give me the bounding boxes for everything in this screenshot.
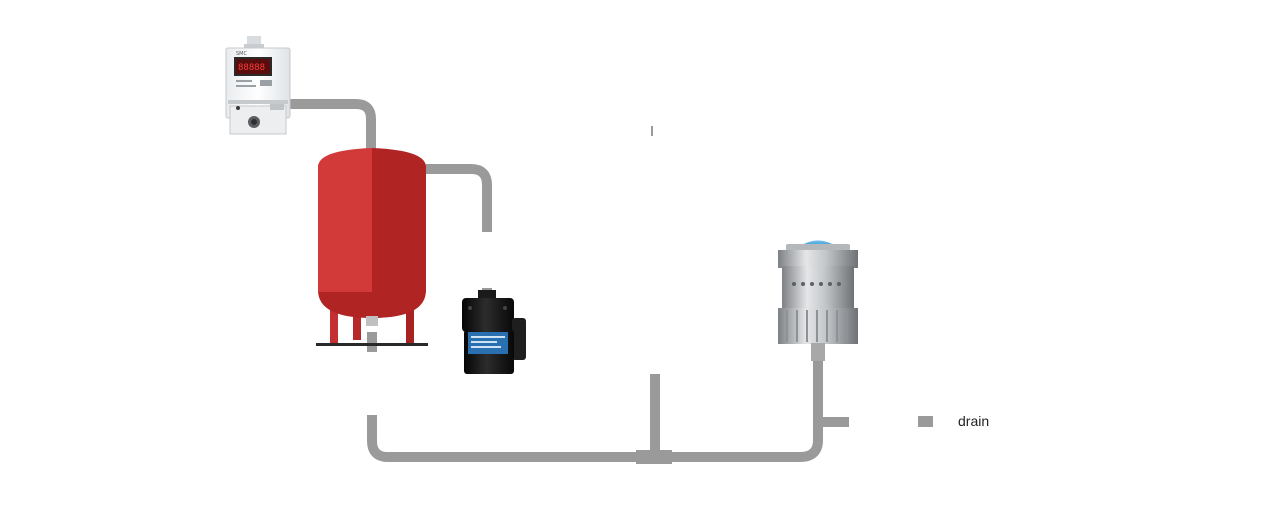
regulator-brand: SMC [236, 51, 247, 57]
pipe-marker-tick [651, 126, 653, 136]
drain-legend: drain [918, 413, 989, 429]
pressure-filter-icon [778, 240, 858, 361]
drain-label: drain [958, 413, 989, 429]
drain-marker-icon [918, 416, 933, 427]
tee-fitting [636, 450, 672, 464]
piping [290, 99, 849, 464]
regulator-display: 88888 [238, 63, 265, 73]
pipe-regulator-to-tank [290, 99, 376, 150]
pipe-tank-outlet [426, 164, 492, 232]
pressure-tank-icon [316, 148, 428, 346]
pipe-bottom-main [367, 345, 823, 462]
diaphragm-pump-icon [462, 290, 526, 374]
electronic-pressure-regulator-icon: 88888 SMC [225, 36, 291, 135]
